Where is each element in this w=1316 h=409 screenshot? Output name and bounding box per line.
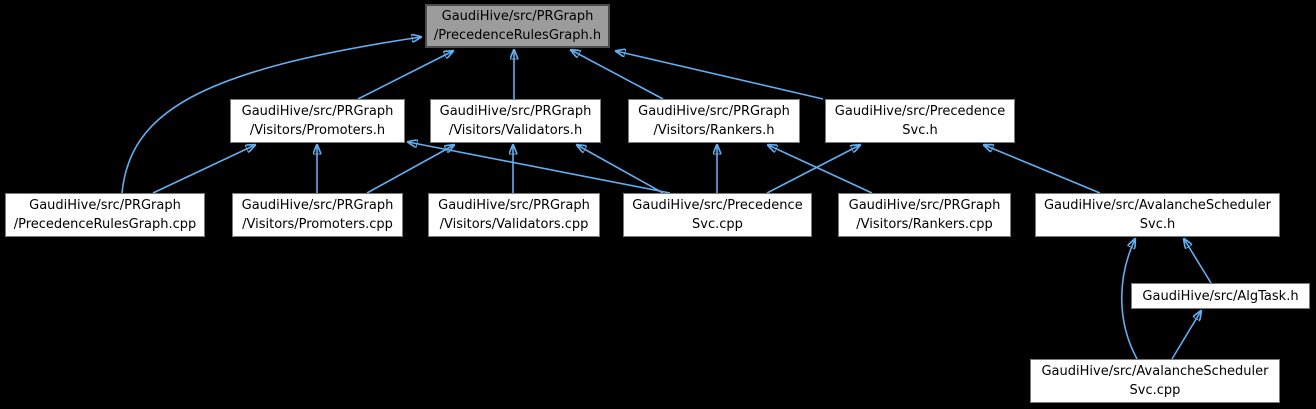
edge-avalanche-scheduler-svc-cpp--to--alg-task-h	[1171, 311, 1201, 360]
node-promoters-h[interactable]: GaudiHive/src/PRGraph/Visitors/Promoters…	[230, 99, 405, 143]
node-label-line: GaudiHive/src/PRGraph	[29, 198, 181, 213]
node-label-line: GaudiHive/src/AlgTask.h	[1142, 288, 1299, 304]
edge-avalanche-scheduler-svc-cpp--to--avalanche-scheduler-svc-h	[1120, 239, 1138, 360]
node-label-line: GaudiHive/src/PRGraph	[439, 104, 592, 119]
edge-precedence-svc-h--to--precedence-rules-graph-h	[616, 51, 824, 100]
node-validators-h[interactable]: GaudiHive/src/PRGraph/Visitors/Validator…	[430, 99, 601, 143]
node-rankers-h[interactable]: GaudiHive/src/PRGraph/Visitors/Rankers.h	[628, 99, 800, 143]
node-label-line: /PrecedenceRulesGraph.cpp	[13, 217, 197, 232]
node-validators-cpp[interactable]: GaudiHive/src/PRGraph/Visitors/Validator…	[428, 193, 600, 237]
edge-promoters-cpp--to--validators-h	[366, 145, 454, 194]
edge-alg-task-h--to--avalanche-scheduler-svc-h	[1184, 239, 1212, 284]
node-label-line: /Visitors/Rankers.cpp	[856, 217, 993, 232]
node-label-line: GaudiHive/src/PRGraph	[438, 198, 590, 213]
edge-precedence-rules-graph-cpp--to--promoters-h	[152, 145, 255, 194]
node-label-line: GaudiHive/src/PRGraph	[441, 9, 594, 24]
node-label-line: GaudiHive/src/PRGraph	[848, 198, 1001, 213]
node-label-line: GaudiHive/src/PRGraph	[241, 198, 394, 213]
node-label-line: Svc.h	[1139, 217, 1176, 232]
node-label-line: Svc.cpp	[1129, 383, 1181, 398]
node-label-line: GaudiHive/src/AvalancheScheduler	[1043, 198, 1272, 213]
node-label-line: /Visitors/Promoters.h	[249, 123, 386, 138]
edge-precedence-svc-cpp--to--validators-h	[577, 145, 664, 194]
node-alg-task-h[interactable]: GaudiHive/src/AlgTask.h	[1131, 283, 1310, 309]
node-rankers-cpp[interactable]: GaudiHive/src/PRGraph/Visitors/Rankers.c…	[838, 193, 1011, 237]
edge-avalanche-scheduler-svc-h--to--precedence-svc-h	[984, 145, 1101, 194]
edge-precedence-svc-cpp--to--promoters-h	[408, 142, 671, 194]
node-label-line: GaudiHive/src/Precedence	[834, 104, 1006, 119]
node-label-line: /Visitors/Rankers.h	[653, 123, 775, 138]
node-precedence-rules-graph-cpp[interactable]: GaudiHive/src/PRGraph/PrecedenceRulesGra…	[5, 193, 205, 237]
node-promoters-cpp[interactable]: GaudiHive/src/PRGraph/Visitors/Promoters…	[232, 193, 403, 237]
node-label-line: Svc.h	[902, 123, 938, 138]
node-precedence-rules-graph-h[interactable]: GaudiHive/src/PRGraph/PrecedenceRulesGra…	[425, 4, 610, 48]
node-label-line: GaudiHive/src/Precedence	[632, 198, 803, 213]
node-label-line: /Visitors/Validators.h	[448, 123, 583, 138]
edge-rankers-cpp--to--rankers-h	[768, 145, 873, 194]
node-label-line: GaudiHive/src/AvalancheScheduler	[1041, 364, 1269, 379]
edge-promoters-h--to--precedence-rules-graph-h	[357, 51, 453, 100]
edge-precedence-svc-cpp--to--precedence-svc-h	[766, 145, 860, 194]
edge-rankers-h--to--precedence-rules-graph-h	[571, 50, 664, 100]
node-label-line: GaudiHive/src/PRGraph	[638, 104, 790, 119]
node-label-line: /Visitors/Promoters.cpp	[242, 217, 393, 232]
node-label-line: /Visitors/Validators.cpp	[439, 217, 589, 232]
node-label-line: GaudiHive/src/PRGraph	[241, 104, 394, 119]
node-label-line: Svc.cpp	[692, 217, 743, 232]
edge-precedence-rules-graph-cpp--to--precedence-rules-graph-h	[121, 37, 421, 194]
node-label-line: /PrecedenceRulesGraph.h	[433, 28, 602, 43]
